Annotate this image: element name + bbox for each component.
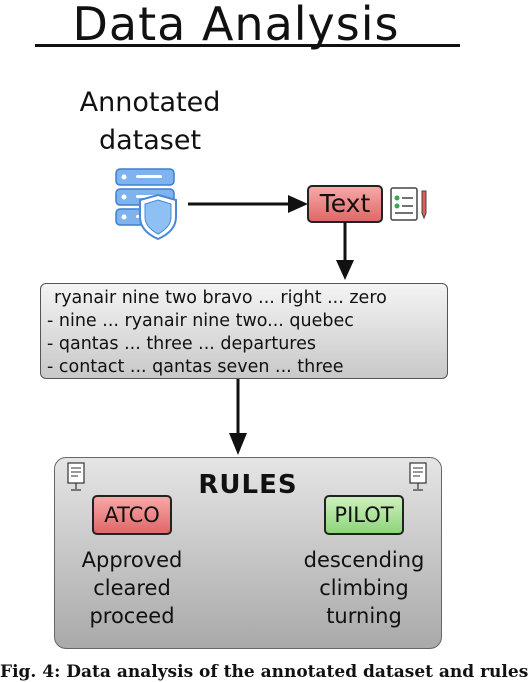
checklist-icon bbox=[390, 187, 427, 221]
document-icon bbox=[67, 462, 85, 491]
sample-line: ryanair nine two bravo ... right ... zer… bbox=[54, 288, 387, 308]
sample-line: - contact ... qantas seven ... three bbox=[47, 357, 344, 377]
atco-word: proceed bbox=[89, 604, 175, 628]
sample-line: - nine ... ryanair nine two... quebec bbox=[47, 311, 354, 331]
text-node: Text bbox=[307, 185, 383, 223]
rules-panel bbox=[54, 457, 442, 649]
dataset-label: Annotated dataset bbox=[40, 84, 260, 160]
title-divider bbox=[35, 44, 460, 47]
pilot-word: turning bbox=[326, 604, 402, 628]
dataset-label-line2: dataset bbox=[98, 125, 202, 156]
database-shield-icon bbox=[115, 168, 177, 241]
document-icon bbox=[409, 462, 427, 491]
atco-word: Approved bbox=[81, 548, 183, 572]
arrow-to-rules bbox=[229, 379, 247, 455]
arrow-to-text bbox=[188, 195, 308, 213]
atco-words: Approved cleared proceed bbox=[62, 546, 202, 630]
transcript-samples: ryanair nine two bravo ... right ... zer… bbox=[40, 283, 448, 379]
caption-text: Fig. 4: Data analysis of the annotated d… bbox=[0, 662, 528, 682]
figure-caption: Fig. 4: Data analysis of the annotated d… bbox=[0, 664, 528, 681]
dataset-label-line1: Annotated bbox=[79, 87, 221, 118]
pilot-label: PILOT bbox=[324, 495, 404, 535]
pilot-words: descending climbing turning bbox=[294, 546, 434, 630]
rules-title: RULES bbox=[198, 470, 298, 500]
atco-label: ATCO bbox=[92, 495, 172, 535]
page-title: Data Analysis bbox=[72, 0, 400, 51]
pilot-word: climbing bbox=[319, 576, 409, 600]
arrow-to-samples bbox=[336, 222, 354, 280]
pilot-word: descending bbox=[303, 548, 425, 572]
atco-word: cleared bbox=[93, 576, 171, 600]
sample-line: - qantas ... three ... departures bbox=[47, 334, 316, 354]
